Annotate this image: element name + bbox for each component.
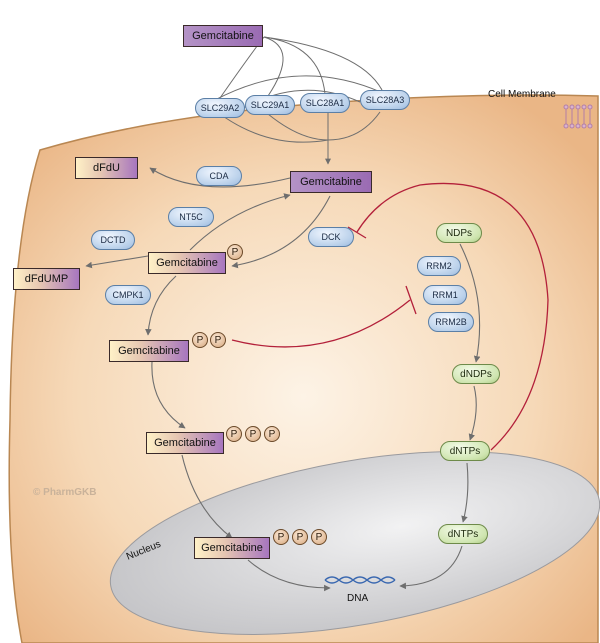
arrow-dp-tp: [151, 361, 186, 429]
dfdu-box: dFdU: [75, 157, 138, 179]
phosphate-dp-1: P: [192, 332, 208, 348]
enzyme-dctd: DCTD: [91, 230, 135, 250]
nucleus: [109, 450, 600, 636]
metabolite-dntps-cytoplasm: dNTPs: [440, 441, 490, 461]
enzyme-dck: DCK: [308, 227, 354, 247]
enzyme-rrm2: RRM2: [417, 256, 461, 276]
phosphate-tp-3: P: [264, 426, 280, 442]
enzyme-cmpk1: CMPK1: [105, 285, 151, 305]
arrow-gem-dna: [247, 559, 331, 592]
phosphate-nuc-3: P: [311, 529, 327, 545]
phosphate-tp-1: P: [226, 426, 242, 442]
membrane-bilayer-icon: [563, 104, 593, 129]
arrow-dctd: [85, 255, 149, 269]
enzyme-rrm2b: RRM2B: [428, 312, 474, 332]
phosphate-dp-2: P: [210, 332, 226, 348]
enzyme-slc28a3: SLC28A3: [360, 90, 410, 110]
enzyme-cda: CDA: [196, 166, 242, 186]
transport-line-merge-1: [219, 113, 329, 143]
arrow-cmpk1: [145, 275, 177, 336]
transport-arc-top: [214, 75, 386, 101]
metabolite-ndps: NDPs: [436, 223, 482, 243]
gemcitabine-diphosphate-box: Gemcitabine: [109, 340, 189, 362]
enzyme-nt5c: NT5C: [168, 207, 214, 227]
metabolite-dndps: dNDPs: [452, 364, 500, 384]
arrow-dndps-dntps: [468, 385, 477, 441]
transport-line-merge-3: [327, 111, 381, 141]
transport-line-slc29a1: [263, 36, 284, 97]
arrow-tp-nuclear: [181, 454, 233, 539]
inhibition-dntps-dck: [356, 182, 549, 451]
arrow-dntps-dna: [399, 545, 463, 590]
gemcitabine-monophosphate-box: Gemcitabine: [148, 252, 226, 274]
arrow-cda: [149, 167, 291, 188]
gemcitabine-nuclear-box: Gemcitabine: [194, 537, 270, 559]
transport-line-slc28a1: [263, 36, 326, 95]
metabolite-dntps-nucleus: dNTPs: [438, 524, 488, 544]
dfdump-box: dFdUMP: [13, 268, 80, 290]
arrow-dntps-nuclear: [461, 462, 469, 523]
phosphate-nuc-2: P: [292, 529, 308, 545]
transport-line-merge-2: [267, 113, 329, 141]
inhibition-dck-bar: [347, 226, 367, 239]
dna-label: DNA: [347, 593, 369, 604]
inhibition-rrm-bar: [405, 285, 417, 315]
arrow-ndps-dndps: [459, 243, 481, 363]
enzyme-slc28a1: SLC28A1: [300, 93, 350, 113]
phosphate-tp-2: P: [245, 426, 261, 442]
gemcitabine-triphosphate-box: Gemcitabine: [146, 432, 224, 454]
transport-line-slc28a3: [263, 36, 383, 91]
arrow-nt5c: [189, 193, 291, 251]
pharmgkb-watermark: © PharmGKB: [33, 487, 97, 498]
dna-helix-icon: [324, 576, 396, 584]
inhibition-dp-rrm: [231, 299, 411, 348]
enzyme-slc29a1: SLC29A1: [245, 95, 295, 115]
phosphate-nuc-1: P: [273, 529, 289, 545]
arrow-dck: [231, 195, 331, 269]
gemcitabine-extracellular-box: Gemcitabine: [183, 25, 263, 47]
gemcitabine-intracellular-box: Gemcitabine: [290, 171, 372, 193]
cell-membrane-label: Cell Membrane: [488, 89, 556, 100]
enzyme-rrm1: RRM1: [423, 285, 467, 305]
phosphate-mp-1: P: [227, 244, 243, 260]
enzyme-slc29a2: SLC29A2: [195, 98, 245, 118]
